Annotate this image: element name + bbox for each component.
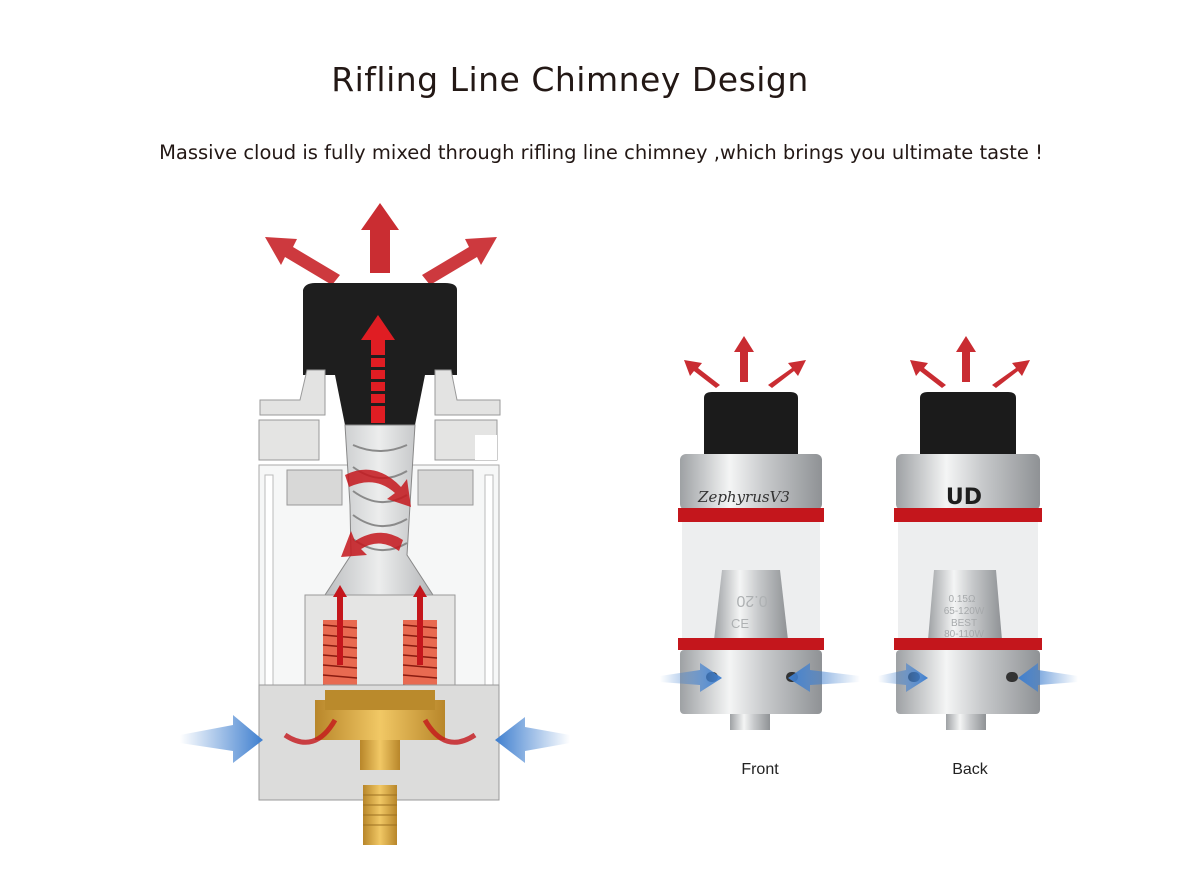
back-engraving-3: BEST <box>951 618 977 629</box>
page-title: Rifling Line Chimney Design <box>331 60 809 99</box>
front-engraving-1: 0.20 <box>736 592 767 609</box>
drip-tip-arrow <box>361 315 395 423</box>
product-back: UD 0.15Ω 65-120W BEST 80-110W <box>878 336 1078 730</box>
front-brand-text: ZephyrusV3 <box>697 488 790 506</box>
chimney-swirl-arrows <box>341 469 411 557</box>
back-caption: Back <box>952 761 988 778</box>
back-engraving-4: 80-110W <box>944 629 984 640</box>
product-front: ZephyrusV3 0.20 CE <box>660 336 860 730</box>
back-brand-text: UD <box>946 485 982 510</box>
airflow-in-arrows <box>180 715 570 763</box>
vapor-out-arrows <box>265 203 497 285</box>
front-engraving-2: CE <box>731 616 749 631</box>
cross-section-diagram <box>180 203 570 845</box>
back-engraving-2: 65-120W <box>944 606 985 617</box>
back-engraving-1: 0.15Ω <box>949 594 976 605</box>
front-caption: Front <box>741 761 779 778</box>
page-subtitle: Massive cloud is fully mixed through rif… <box>159 141 1043 164</box>
